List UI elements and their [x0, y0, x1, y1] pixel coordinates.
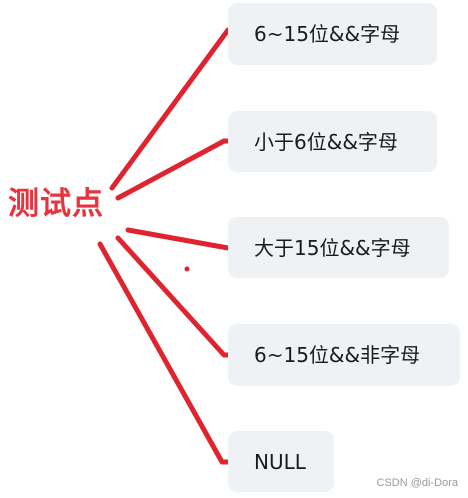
branch-node-label: 大于15位&&字母	[254, 235, 411, 260]
root-node-label: 测试点	[8, 186, 104, 222]
branch-node-label: NULL	[254, 449, 306, 474]
connector-line-1	[109, 27, 239, 191]
connector-line-2	[115, 138, 235, 201]
branch-node-2[interactable]: 小于6位&&字母	[228, 111, 437, 172]
branch-node-1[interactable]: 6~15位&&字母	[228, 3, 437, 65]
connector-line-3	[125, 227, 237, 251]
watermark: CSDN @di-Dora	[376, 477, 458, 489]
branch-node-4[interactable]: 6~15位&&非字母	[228, 324, 460, 386]
stray-dot	[184, 266, 190, 272]
connector-line-5	[97, 241, 233, 465]
branch-node-label: 小于6位&&字母	[254, 129, 398, 154]
connector-line-4	[115, 235, 235, 358]
branch-node-label: 6~15位&&非字母	[254, 343, 421, 367]
branch-node-3[interactable]: 大于15位&&字母	[228, 217, 449, 278]
branch-node-label: 6~15位&&字母	[254, 22, 401, 46]
branch-node-5[interactable]: NULL	[228, 431, 334, 492]
